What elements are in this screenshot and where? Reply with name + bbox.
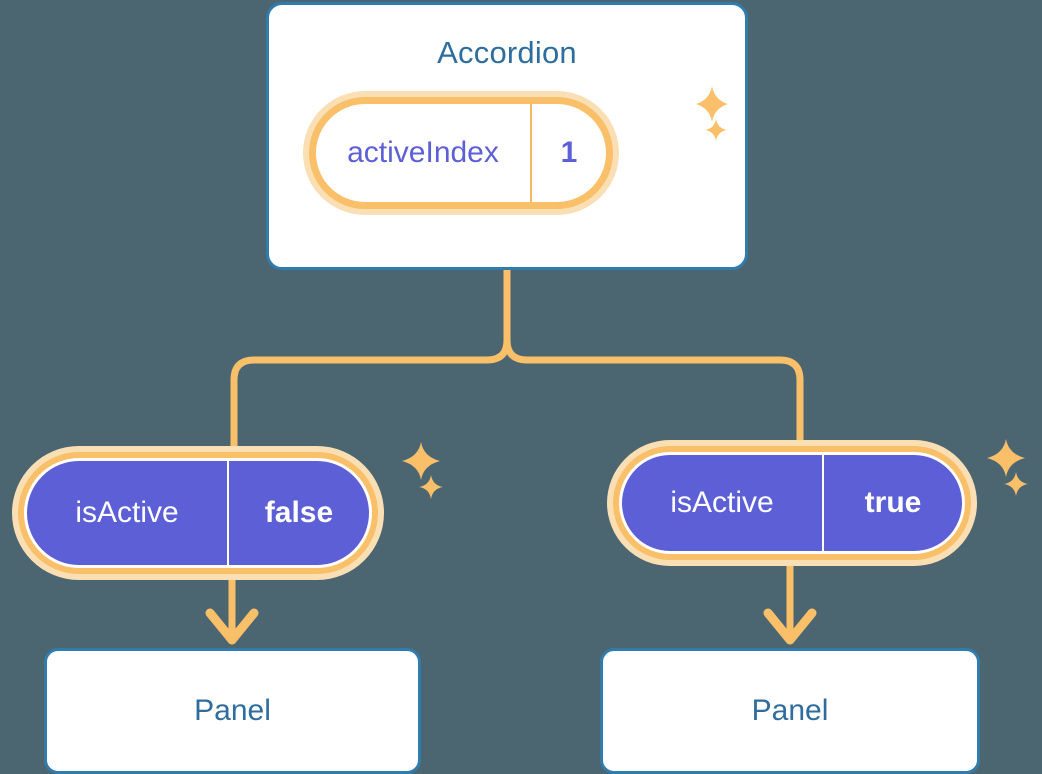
left-state-pill-wrapper: isActive false (24, 458, 372, 568)
state-key-label: isActive (75, 496, 179, 529)
sparkle-icon (417, 473, 445, 501)
state-key-label: isActive (670, 486, 774, 519)
branch-connector-path-left (230, 336, 511, 466)
state-value-label: false (264, 496, 334, 529)
panel-label: Panel (751, 694, 829, 727)
pill-divider (530, 104, 532, 202)
branch-connector-path (503, 266, 804, 459)
state-pill-is-active-true[interactable]: isActive true (619, 452, 965, 554)
state-pill-active-index[interactable]: activeIndex 1 (309, 97, 613, 209)
sparkle-icon (1002, 470, 1030, 498)
state-pill-is-active-false[interactable]: isActive false (24, 458, 372, 568)
sparkle-icon (400, 440, 442, 482)
arrow-down-icon-left (205, 575, 259, 645)
state-key-label: activeIndex (347, 136, 499, 169)
pill-divider (822, 455, 824, 551)
arrow-down-icon-right (763, 562, 817, 645)
state-value-label: true (864, 486, 922, 519)
state-value-label: 1 (560, 136, 578, 169)
right-state-pill-wrapper: isActive true (619, 452, 965, 554)
panel-box-left[interactable]: Panel (44, 648, 421, 774)
panel-box-right[interactable]: Panel (600, 648, 980, 774)
root-state-pill-wrapper: activeIndex 1 (309, 97, 613, 209)
panel-label: Panel (194, 694, 271, 727)
page-title: Accordion (437, 35, 577, 70)
pill-divider (227, 461, 229, 565)
sparkle-icon (985, 437, 1027, 479)
